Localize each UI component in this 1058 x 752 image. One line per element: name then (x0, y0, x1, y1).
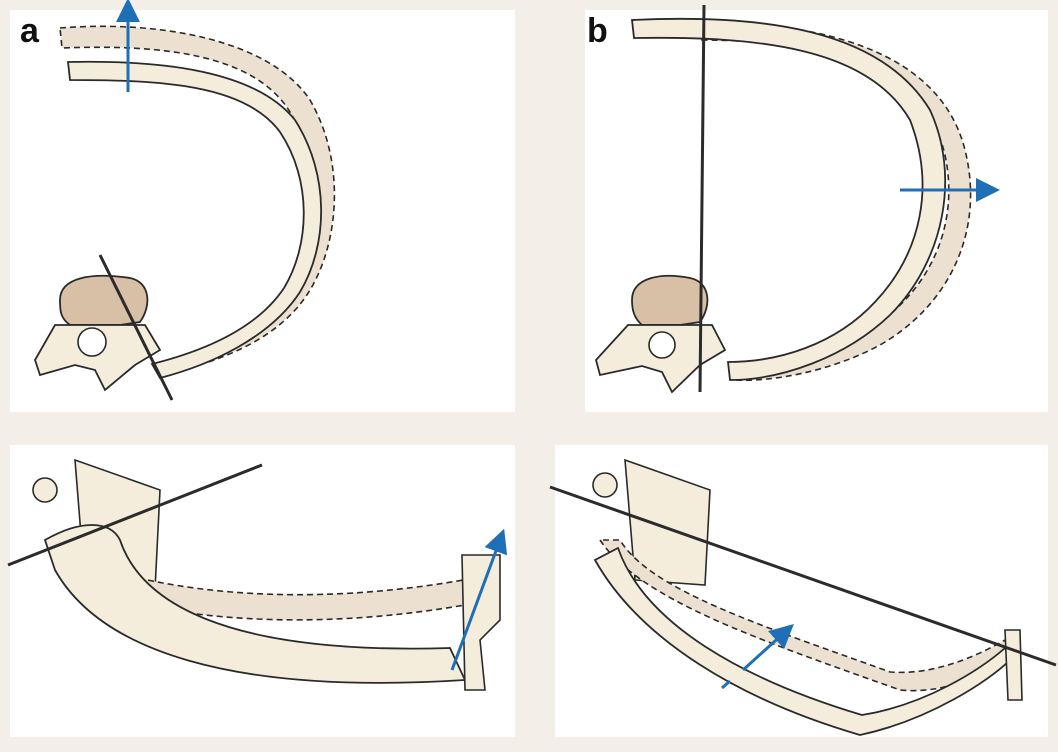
vertebral-process (593, 473, 617, 497)
spinal-canal (78, 328, 106, 356)
vertebral-body (632, 276, 707, 325)
panel-label-b: b (587, 14, 608, 48)
spinal-canal (649, 332, 675, 358)
panel-label-a: a (20, 14, 39, 48)
vertebral-process (33, 478, 57, 502)
vertebral-body (60, 276, 147, 325)
sternum (1005, 630, 1022, 700)
